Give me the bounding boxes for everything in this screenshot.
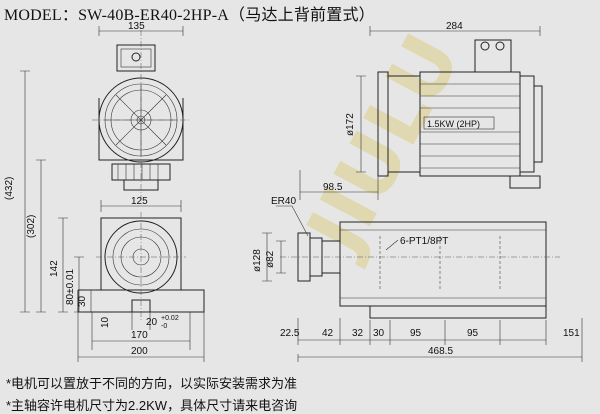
dim-32: 32: [352, 328, 364, 339]
dim-30: 30: [77, 295, 88, 307]
front-view-motor: 135: [92, 21, 190, 200]
dim-80: 80±0.01: [65, 268, 76, 305]
side-view-motor: 284 1.5KW (2HP) ø172 98.5: [299, 21, 543, 200]
dim-170: 170: [131, 330, 148, 341]
dim-432: (432): [4, 177, 15, 200]
dim-151: 151: [563, 328, 580, 339]
dim-142: 142: [49, 260, 60, 277]
front-view-spindle: 125 170 200 20 +0.02 -0 10: [77, 196, 205, 362]
watermark: JIULU: [288, 20, 479, 271]
dim-98-5: 98.5: [323, 182, 343, 193]
side-view-spindle: ø82 ø128 ER40 6-PT1/8PT 22.5 42 32 30 95…: [252, 196, 583, 362]
dim-d172: ø172: [345, 113, 356, 136]
dim-d82: ø82: [265, 250, 276, 268]
port-label: 6-PT1/8PT: [400, 236, 448, 247]
dim-22-5: 22.5: [280, 328, 300, 339]
dim-95-b: 95: [467, 328, 479, 339]
motor-label: 1.5KW (2HP): [427, 119, 480, 129]
collet-label: ER40: [271, 196, 296, 207]
dim-200: 200: [131, 346, 148, 357]
dim-20-tol-plus: +0.02: [161, 315, 179, 322]
note-motor-orientation: *电机可以置放于不同的方向，以实际安装需求为准: [6, 376, 298, 391]
dim-d128: ø128: [252, 249, 263, 272]
dim-302: (302): [26, 215, 37, 238]
dim-468-5: 468.5: [428, 346, 453, 357]
dim-20: 20: [146, 317, 158, 328]
dim-20-tol-minus: -0: [161, 323, 167, 330]
left-vertical-dims: (432) (302) 142 80±0.01 30: [4, 70, 96, 313]
dim-30-side: 30: [373, 328, 385, 339]
note-motor-size: *主轴容许电机尺寸为2.2KW，具体尺寸请来电咨询: [6, 398, 298, 413]
dim-284: 284: [446, 21, 463, 32]
dim-135: 135: [128, 21, 145, 32]
dim-125: 125: [131, 196, 148, 207]
dim-42: 42: [322, 328, 334, 339]
dim-10: 10: [100, 316, 111, 328]
model-title: MODEL：SW-40B-ER40-2HP-A（马达上背前置式）: [4, 7, 375, 24]
dim-95-a: 95: [410, 328, 422, 339]
